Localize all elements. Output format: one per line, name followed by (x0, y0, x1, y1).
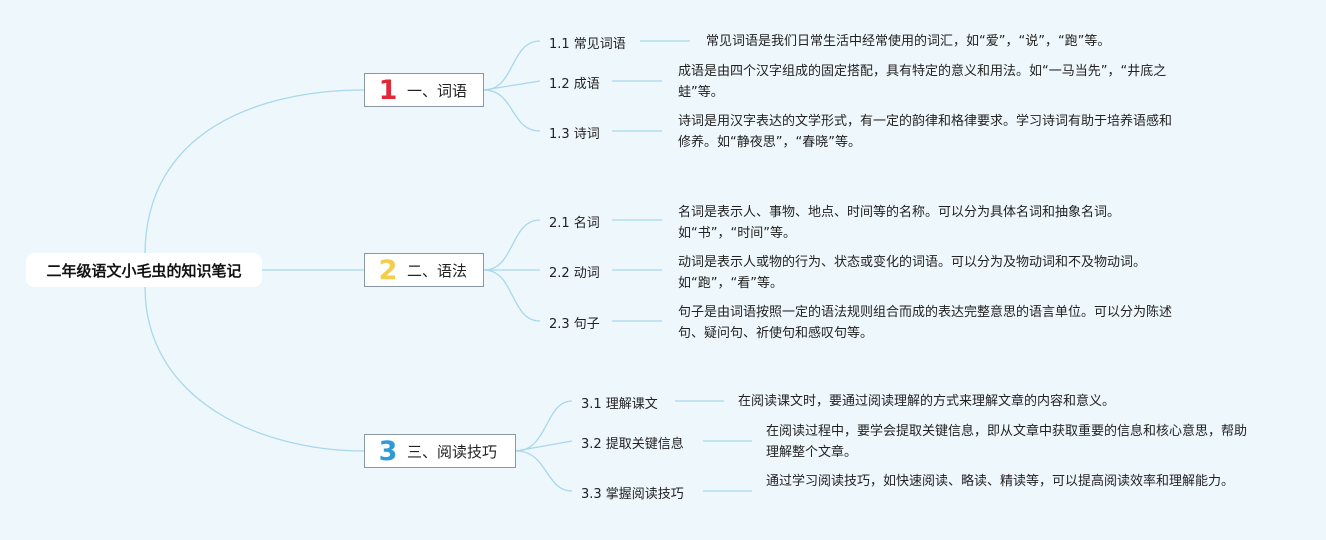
leaf-desc: 诗词是用汉字表达的文学形式，有一定的韵律和格律要求。学习诗词有助于培养语感和修养… (678, 114, 1173, 150)
leaf-desc: 通过学习阅读技巧，如快速阅读、略读、精读等，可以提高阅读效率和理解能力。 (766, 474, 1235, 489)
leaf-node-poetry[interactable]: 1.3 诗词 (549, 127, 600, 142)
leaf-node-sentences[interactable]: 2.3 句子 (549, 317, 600, 332)
root-label: 二年级语文小毛虫的知识笔记 (46, 261, 242, 280)
leaf-desc: 常见词语是我们日常生活中经常使用的词汇，如“爱”，“说”，“跑”等。 (706, 34, 1111, 49)
branch-label: 三、阅读技巧 (407, 442, 498, 461)
number-three-icon: 3 (378, 435, 398, 467)
leaf-node-idioms[interactable]: 1.2 成语 (549, 77, 600, 92)
connector-b3-c1 (515, 400, 573, 452)
connector-b2-c1 (483, 219, 541, 271)
connector-b2-c3 (483, 269, 541, 322)
branch-label: 二、语法 (407, 261, 468, 280)
leaf-desc: 在阅读过程中，要学会提取关键信息，即从文章中获取重要的信息和核心意思，帮助理解整… (766, 424, 1248, 460)
leaf-desc: 句子是由词语按照一定的语法规则组合而成的表达完整意思的语言单位。可以分为陈述句、… (678, 305, 1173, 341)
connector-b1-c2 (483, 80, 541, 91)
branch-node-reading-skills[interactable]: 3 三、阅读技巧 (364, 434, 516, 468)
leaf-desc: 名词是表示人、事物、地点、时间等的名称。可以分为具体名词和抽象名词。如“书”，“… (678, 205, 1121, 241)
connector-root-branch-1 (144, 89, 365, 256)
connector-b3-c3 (515, 450, 573, 492)
leaf-desc: 在阅读课文时，要通过阅读理解的方式来理解文章的内容和意义。 (738, 394, 1116, 409)
connector-b1-c3 (483, 89, 541, 132)
branch-node-words[interactable]: 1 一、词语 (364, 73, 484, 107)
leaf-desc: 动词是表示人或物的行为、状态或变化的词语。可以分为及物动词和不及物动词。如“跑”… (678, 255, 1147, 291)
leaf-node-understand-text[interactable]: 3.1 理解课文 (581, 397, 658, 412)
connector-b3-c2 (515, 440, 573, 452)
number-two-icon: 2 (378, 254, 398, 286)
leaf-node-common-words[interactable]: 1.1 常见词语 (549, 37, 626, 52)
leaf-node-verbs[interactable]: 2.2 动词 (549, 266, 600, 281)
branch-node-grammar[interactable]: 2 二、语法 (364, 253, 484, 287)
connector-root-branch-3 (144, 286, 365, 452)
leaf-desc: 成语是由四个汉字组成的固定搭配，具有特定的意义和用法。如“一马当先”，“井底之蛙… (678, 64, 1167, 100)
leaf-node-nouns[interactable]: 2.1 名词 (549, 216, 600, 231)
leaf-node-master-skills[interactable]: 3.3 掌握阅读技巧 (581, 487, 684, 502)
root-node[interactable]: 二年级语文小毛虫的知识笔记 (26, 253, 262, 287)
leaf-node-extract-info[interactable]: 3.2 提取关键信息 (581, 437, 684, 452)
number-one-icon: 1 (378, 74, 398, 106)
branch-label: 一、词语 (407, 81, 468, 100)
